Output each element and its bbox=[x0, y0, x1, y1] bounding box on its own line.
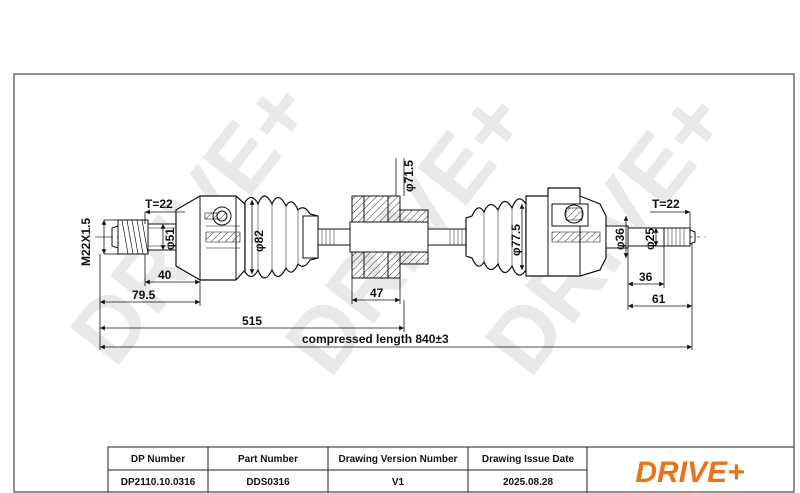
dim-thread: M22X1.5 bbox=[79, 218, 93, 266]
brand-logo: DRIVE+ bbox=[635, 456, 744, 489]
dim-phi51: φ51 bbox=[163, 228, 177, 250]
dim-compressed-length: compressed length 840±3 bbox=[302, 332, 449, 346]
dim-36: 36 bbox=[639, 270, 653, 284]
damper-mass bbox=[349, 195, 429, 279]
header-drawing-version: Drawing Version Number bbox=[339, 454, 458, 465]
dim-phi77-5: φ77.5 bbox=[509, 224, 523, 256]
dim-t-right: T=22 bbox=[652, 197, 680, 211]
header-issue-date: Drawing Issue Date bbox=[482, 454, 575, 465]
dim-515: 515 bbox=[242, 314, 262, 328]
dim-phi82: φ82 bbox=[252, 230, 266, 252]
title-block: DP Number Part Number Drawing Version Nu… bbox=[107, 446, 795, 493]
value-issue-date: 2025.08.28 bbox=[503, 477, 553, 488]
dim-phi71-5: φ71.5 bbox=[402, 160, 416, 192]
value-dp-number: DP2110.10.0316 bbox=[121, 477, 196, 488]
left-boot bbox=[244, 195, 319, 279]
dim-79-5: 79.5 bbox=[132, 288, 156, 302]
dim-61: 61 bbox=[652, 292, 666, 306]
shaft-right bbox=[427, 228, 467, 246]
header-part-number: Part Number bbox=[238, 454, 298, 465]
value-drawing-version: V1 bbox=[392, 477, 405, 488]
left-thread-stub bbox=[111, 219, 149, 255]
left-cv-joint bbox=[175, 195, 246, 281]
dim-phi25: φ25 bbox=[643, 228, 657, 250]
shaft-left bbox=[317, 228, 351, 246]
header-dp-number: DP Number bbox=[131, 454, 185, 465]
dim-40: 40 bbox=[158, 268, 172, 282]
dim-t-left: T=22 bbox=[145, 197, 173, 211]
value-part-number: DDS0316 bbox=[246, 477, 290, 488]
dimension-lines bbox=[99, 158, 693, 350]
dim-phi36: φ36 bbox=[613, 228, 627, 250]
dim-47: 47 bbox=[370, 286, 384, 300]
right-tripod-joint bbox=[525, 187, 607, 277]
